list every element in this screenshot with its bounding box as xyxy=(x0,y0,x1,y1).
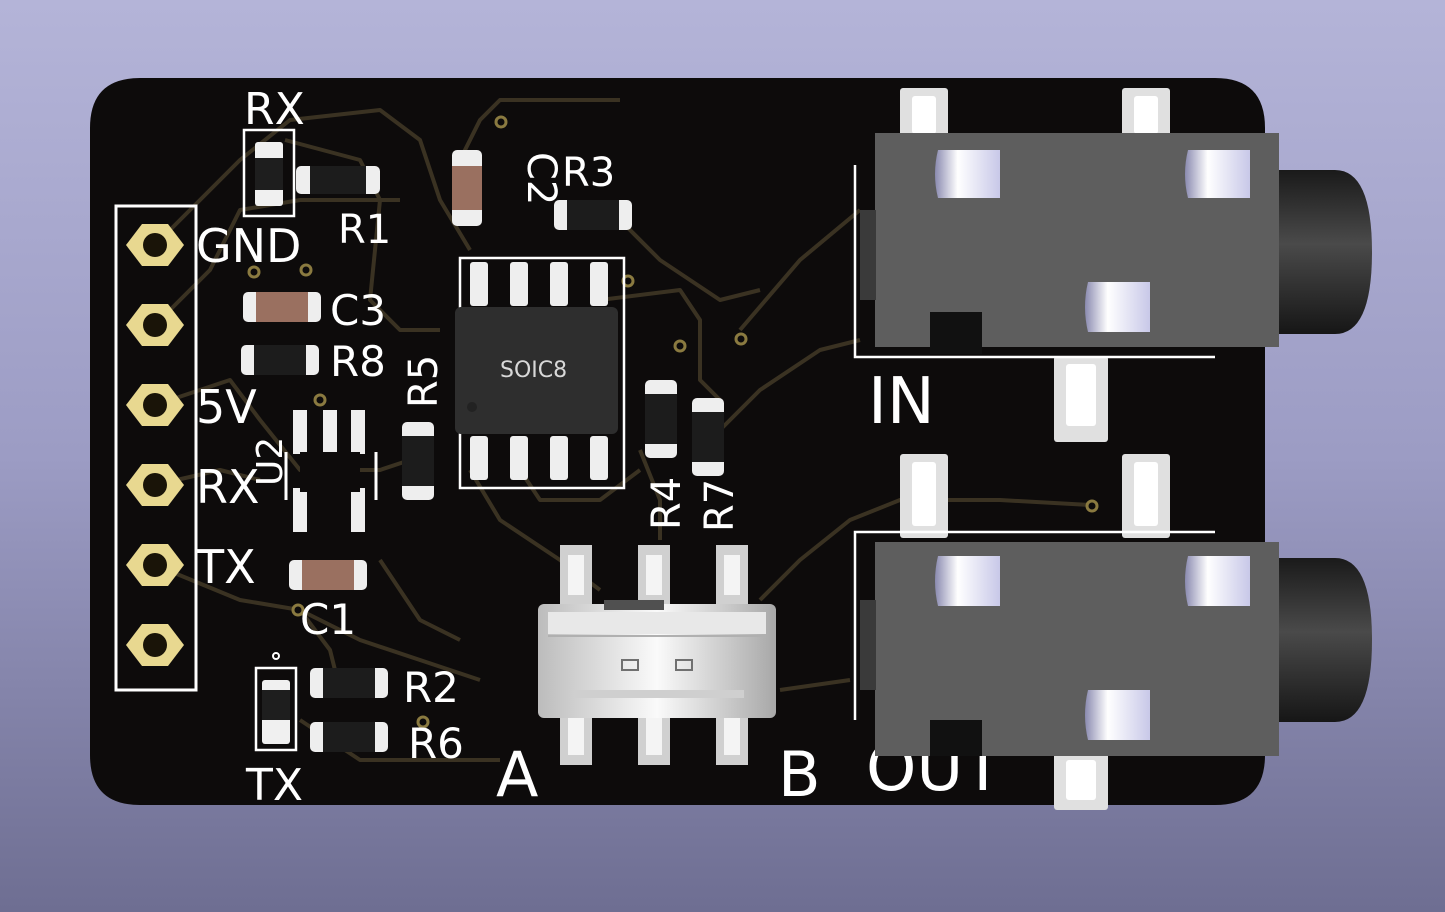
led-tx-label: TX xyxy=(245,760,303,811)
resistor-r8 xyxy=(241,345,319,375)
led-rx xyxy=(242,128,296,218)
resistor-r1-label: R1 xyxy=(338,207,391,253)
ic-soic8 xyxy=(455,256,626,490)
resistor-r7-label: R7 xyxy=(697,479,743,532)
header-outline xyxy=(114,204,198,692)
resistor-r5 xyxy=(402,422,434,500)
header-pin-6 xyxy=(126,624,184,666)
resistor-r4 xyxy=(645,380,677,458)
header-label-5v: 5V xyxy=(196,380,257,434)
resistor-r1 xyxy=(296,166,380,194)
header-pin-rx xyxy=(126,464,184,506)
audio-jack-out: OUT xyxy=(853,454,1372,810)
header-label-gnd: GND xyxy=(196,219,301,273)
jack-in-label: IN xyxy=(868,365,935,439)
led-tx xyxy=(254,652,298,752)
capacitor-c3-label: C3 xyxy=(330,286,386,335)
capacitor-c1-label: C1 xyxy=(300,595,356,644)
resistor-r8-label: R8 xyxy=(330,337,386,386)
audio-jack-in xyxy=(853,88,1372,442)
header-label-tx: TX xyxy=(195,540,256,594)
switch-label-a: A xyxy=(496,738,538,811)
ic-marking: SOIC8 xyxy=(500,358,567,383)
capacitor-c2-label: C2 xyxy=(518,152,564,205)
resistor-r2-label: R2 xyxy=(403,663,459,712)
regulator-u2-label: U2 xyxy=(250,437,291,486)
resistor-r3-label: R3 xyxy=(562,150,615,196)
slide-switch xyxy=(538,545,776,765)
capacitor-c3 xyxy=(243,292,321,322)
header-pin-5v xyxy=(126,384,184,426)
capacitor-c1 xyxy=(289,560,367,590)
pin-header xyxy=(126,224,184,666)
resistor-r6 xyxy=(310,722,388,752)
resistor-r3 xyxy=(554,200,632,230)
vias xyxy=(247,115,1099,729)
resistor-r6-label: R6 xyxy=(408,719,464,768)
resistor-r5-label: R5 xyxy=(401,355,447,408)
resistor-r2 xyxy=(310,668,388,698)
resistor-r7 xyxy=(692,398,724,476)
resistor-r4-label: R4 xyxy=(644,477,690,530)
header-pin-tx xyxy=(126,544,184,586)
header-label-rx: RX xyxy=(196,460,259,514)
header-pin-2 xyxy=(126,304,184,346)
regulator-u2 xyxy=(284,410,378,532)
led-rx-label: RX xyxy=(244,84,305,135)
header-pin-gnd xyxy=(126,224,184,266)
switch-label-b: B xyxy=(778,738,821,811)
capacitor-c2 xyxy=(452,150,482,226)
